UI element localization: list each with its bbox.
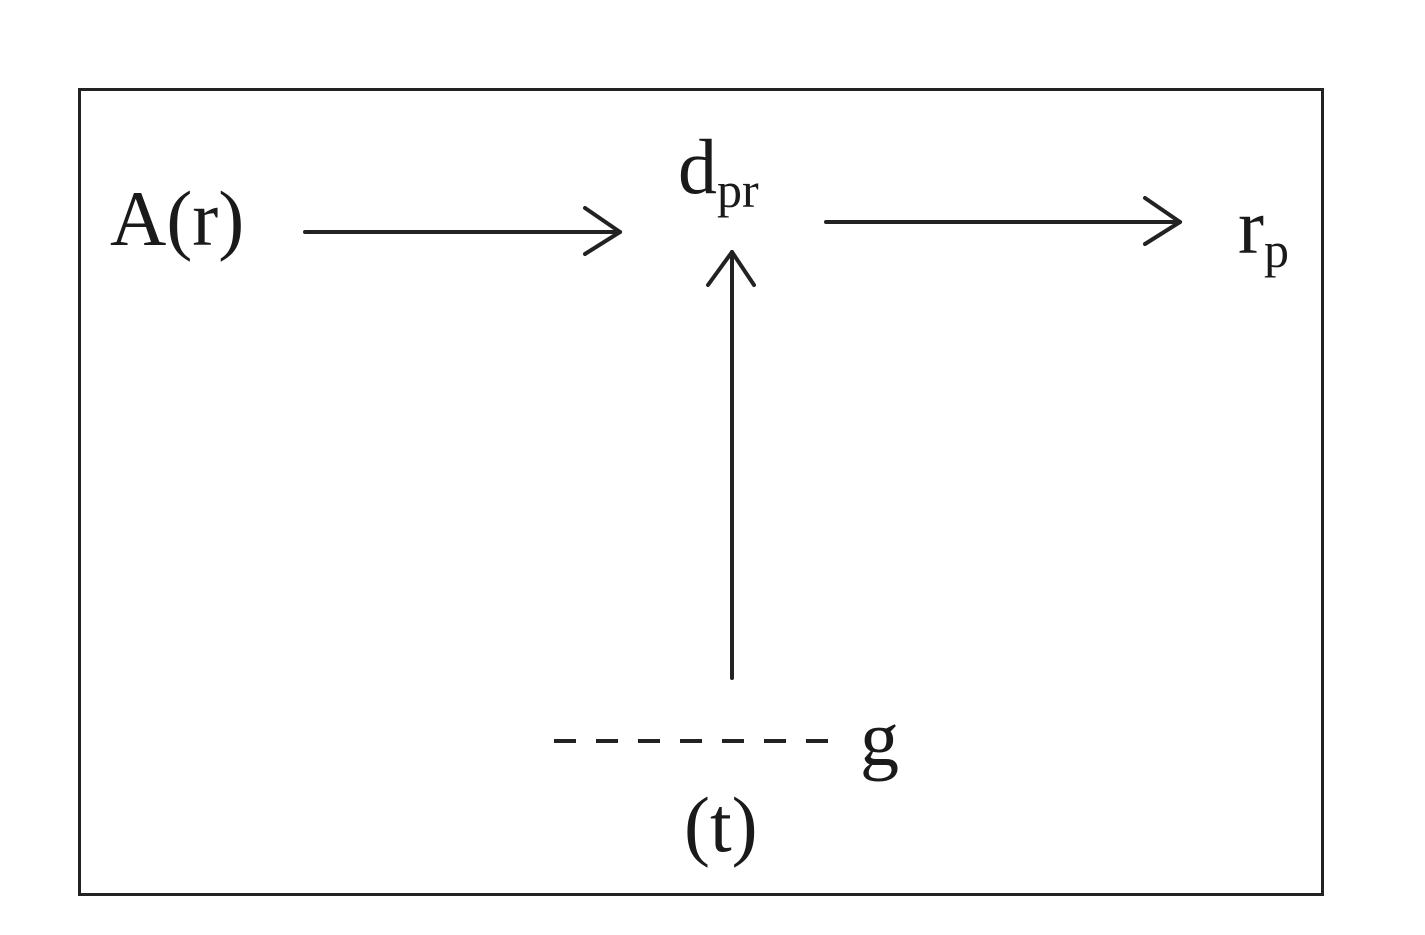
node-d-base: d (678, 123, 717, 210)
arrowhead-t-to-d (706, 250, 756, 287)
diagram-frame (78, 88, 1324, 896)
node-r-subscript: p (1263, 222, 1289, 278)
node-g: g (860, 700, 899, 778)
node-r: rp (1238, 188, 1289, 276)
node-d-subscript: pr (717, 162, 759, 218)
node-t: (t) (684, 786, 758, 864)
arrowhead-a-to-d (583, 206, 622, 256)
node-a: A(r) (110, 180, 244, 258)
node-g-label: g (860, 695, 899, 782)
node-d: dpr (678, 128, 759, 216)
arrowhead-d-to-r (1143, 196, 1182, 246)
node-a-label: A(r) (110, 175, 245, 262)
node-r-base: r (1238, 183, 1264, 270)
node-t-label: (t) (684, 781, 758, 868)
